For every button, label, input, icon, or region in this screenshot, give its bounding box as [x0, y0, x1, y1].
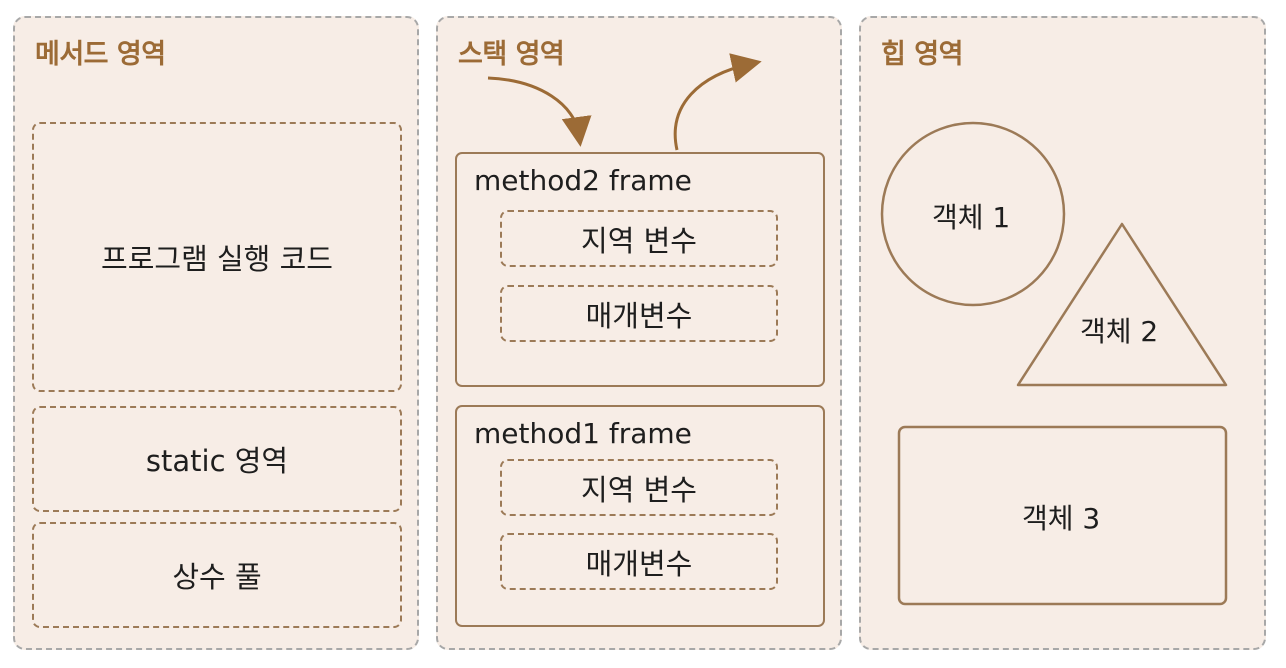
push-arrow-icon — [487, 76, 592, 147]
method-area-title: 메서드 영역 — [35, 39, 166, 70]
static-area-box: static 영역 — [32, 406, 402, 512]
method2-local-vars-box: 지역 변수 — [500, 210, 778, 267]
heap-area-panel: 힙 영역 — [859, 16, 1266, 650]
object3-rectangle — [897, 425, 1228, 606]
constant-pool-box: 상수 풀 — [32, 522, 402, 628]
object3-label: 객체 3 — [1022, 502, 1101, 535]
object1-circle — [880, 121, 1066, 307]
method2-params-box: 매개변수 — [500, 285, 778, 342]
object2-label: 객체 2 — [1080, 315, 1159, 348]
method2-frame: method2 frame 지역 변수 매개변수 — [455, 152, 825, 387]
static-area-label: static 영역 — [145, 444, 289, 478]
stack-area-panel: 스택 영역 method2 frame 지역 변수 매개변수 method1 f… — [436, 16, 842, 650]
method1-local-vars-box: 지역 변수 — [500, 459, 778, 516]
stack-area-title: 스택 영역 — [458, 39, 565, 70]
program-code-label: 프로그램 실행 코드 — [101, 242, 333, 276]
constant-pool-label: 상수 풀 — [172, 560, 262, 594]
pop-arrow-icon — [673, 53, 762, 151]
method1-local-vars-label: 지역 변수 — [581, 472, 697, 507]
method1-params-label: 매개변수 — [585, 546, 693, 581]
method2-params-label: 매개변수 — [585, 298, 693, 333]
heap-area-title: 힙 영역 — [881, 39, 963, 70]
method1-frame-title: method1 frame — [474, 417, 692, 450]
object2-triangle — [1016, 222, 1228, 387]
method-area-panel: 메서드 영역 프로그램 실행 코드 static 영역 상수 풀 — [13, 16, 419, 650]
method1-frame: method1 frame 지역 변수 매개변수 — [455, 405, 825, 627]
method2-local-vars-label: 지역 변수 — [581, 223, 697, 258]
program-code-box: 프로그램 실행 코드 — [32, 122, 402, 392]
object1-label: 객체 1 — [932, 201, 1011, 234]
method1-params-box: 매개변수 — [500, 533, 778, 590]
method2-frame-title: method2 frame — [474, 164, 692, 197]
